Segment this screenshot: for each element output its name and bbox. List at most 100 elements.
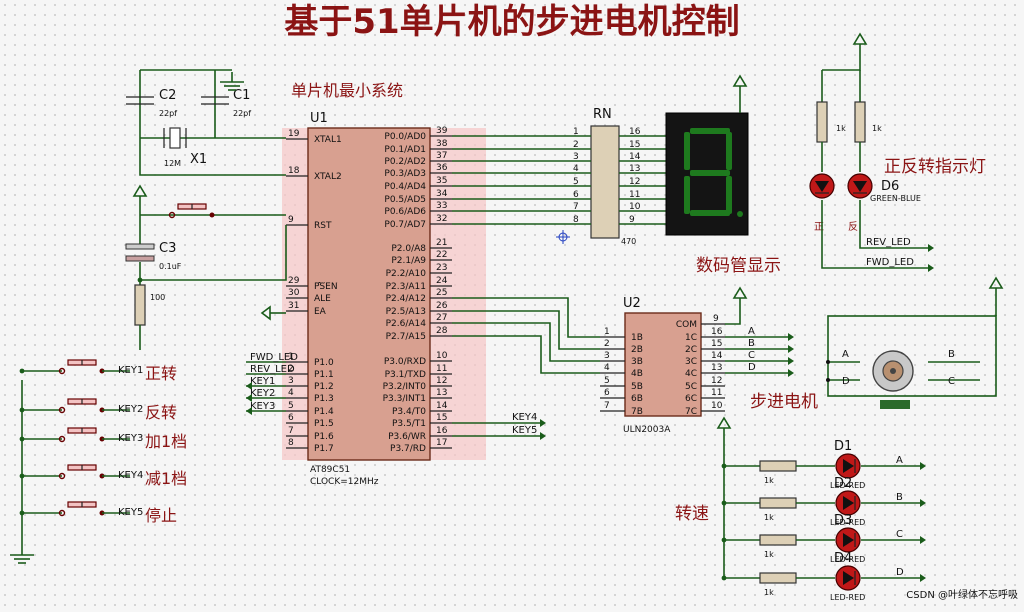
- mcu-pin-25-number: 25: [436, 288, 447, 298]
- mcu-pin-25-name: P2.4/A12: [386, 294, 426, 304]
- mcu-pin-23-number: 23: [436, 263, 447, 273]
- uln-in-name-7: 7B: [631, 407, 643, 417]
- segment-e: [684, 176, 690, 214]
- key-label-2: 反转: [145, 403, 177, 422]
- dir-led-label-forward: 正: [814, 222, 824, 233]
- speed-led-resistor-4-value: 1k: [764, 588, 774, 597]
- key-button-1-contact-left[interactable]: [58, 367, 66, 375]
- uln2003a-body[interactable]: [624, 312, 702, 417]
- motor-pin-a: [826, 360, 830, 364]
- mcu-pin-36-number: 36: [436, 163, 448, 173]
- uln-out-pin-16: 16: [711, 327, 723, 337]
- mcu-pin-18-name: XTAL2: [314, 172, 342, 182]
- mcu-pin-2-name: P1.1: [314, 370, 334, 380]
- p2-to-uln-wire-3: [452, 322, 600, 362]
- junction-dot: [19, 510, 25, 516]
- mcu-pin-37-number: 37: [436, 151, 447, 161]
- mcu-clock: CLOCK=12MHz: [310, 477, 379, 487]
- speed-led-value-d4: LED-RED: [830, 593, 865, 602]
- motor-pin-d: [826, 378, 830, 382]
- mcu-pin-37-name: P0.2/AD2: [384, 157, 426, 167]
- rn-left-pin-5: 5: [573, 177, 579, 187]
- uln-out-name-12: 5C: [685, 382, 697, 392]
- key-net-label-5: KEY5: [118, 507, 143, 518]
- speed-led-ref-d2: D2: [834, 476, 852, 491]
- c3-value: 0.1uF: [159, 262, 182, 271]
- junction-dot: [721, 463, 727, 469]
- p3-net-label-key5: KEY5: [512, 425, 537, 436]
- uln-in-pin-7: 7: [604, 401, 610, 411]
- mcu-body[interactable]: [307, 127, 431, 461]
- uln-com-wire: [725, 310, 741, 325]
- speed-led-resistor-1-value: 1k: [764, 476, 774, 485]
- uln-in-pin-5: 5: [604, 376, 610, 386]
- mcu-pin-29-number: 29: [288, 276, 300, 286]
- key-net-label-4: KEY4: [118, 470, 143, 481]
- rn-value: 470: [621, 237, 636, 246]
- speed-led-resistor-3: [759, 534, 797, 546]
- segment-f: [684, 132, 690, 170]
- speed-led-d1-triangle: [843, 459, 854, 473]
- mcu-pin-9-name: RST: [314, 221, 332, 231]
- uln-out-pin-11: 11: [711, 388, 722, 398]
- mcu-pin-26-name: P2.5/A13: [386, 307, 426, 317]
- segment-d: [690, 210, 730, 216]
- mcu-pin-3-number: 3: [288, 376, 294, 386]
- uln-phase-label-c: C: [748, 350, 755, 361]
- segment-dp: [737, 211, 743, 217]
- speed-led-net-c: C: [896, 529, 903, 540]
- motor-terminal-b: B: [948, 349, 955, 360]
- dir-led-label-reverse: 反: [848, 221, 858, 233]
- net-port-phase-d: [788, 369, 794, 377]
- uln-out-pin-15: 15: [711, 339, 722, 349]
- mcu-pin-6-name: P1.5: [314, 419, 334, 429]
- rn-right-pin-16: 16: [629, 127, 641, 137]
- speed-led-net-b: B: [896, 492, 903, 503]
- rn-right-pin-10: 10: [629, 202, 641, 212]
- net-port-speed-b: [920, 499, 926, 507]
- rn-right-pin-11: 11: [629, 190, 640, 200]
- c1-value: 22pf: [233, 109, 251, 118]
- mcu-pin-23-name: P2.2/A10: [386, 269, 427, 279]
- mcu-pin-15-name: P3.5/T1: [392, 419, 426, 429]
- key-button-2-contact-left[interactable]: [58, 406, 66, 414]
- reset-button-contact-left[interactable]: [168, 211, 176, 219]
- net-port-phase-a: [788, 333, 794, 341]
- dir-led-resistor-1-value: 1k: [836, 124, 846, 133]
- reset-button-contact-right[interactable]: [209, 212, 215, 218]
- power-motor: [988, 276, 1004, 289]
- mcu-pin-32-name: P0.7/AD7: [384, 220, 426, 230]
- mcu-pin-19-name: XTAL1: [314, 135, 342, 145]
- segment-c: [726, 176, 732, 214]
- p2-to-uln-wire-1: [452, 297, 600, 338]
- uln-out-pin-14: 14: [711, 351, 723, 361]
- speed-led-d3-triangle: [843, 533, 854, 547]
- mcu-pin-12-number: 12: [436, 376, 447, 386]
- uln-in-name-3: 3B: [631, 357, 643, 367]
- speed-led-resistor-3-value: 1k: [764, 550, 774, 559]
- mcu-pin-27-number: 27: [436, 313, 447, 323]
- mcu-pin-19-number: 19: [288, 129, 300, 139]
- uln-in-pin-4: 4: [604, 363, 610, 373]
- key-button-3-contact-left[interactable]: [58, 435, 66, 443]
- junction-dot: [19, 473, 25, 479]
- power-dir-leds: [852, 32, 868, 45]
- mcu-pin-17-name: P3.7/RD: [390, 444, 426, 454]
- xtal2-wire: [139, 70, 286, 176]
- label-dir-indicator: 正反转指示灯: [884, 157, 986, 177]
- mcu-pin-36-name: P0.3/AD3: [384, 169, 426, 179]
- mcu-pin-5-number: 5: [288, 401, 294, 411]
- rn-ref: RN: [593, 107, 612, 122]
- motor-terminal-d: D: [842, 376, 850, 387]
- key-button-5-contact-left[interactable]: [58, 509, 66, 517]
- motor-value-badge: [880, 400, 910, 409]
- key-button-4-contact-left[interactable]: [58, 472, 66, 480]
- uln-phase-label-d: D: [748, 362, 756, 373]
- key-net-label-2: KEY2: [118, 404, 143, 415]
- key-label-1: 正转: [145, 364, 177, 383]
- crosshair-marker: [556, 230, 570, 244]
- rn-left-pin-8: 8: [573, 215, 579, 225]
- rn-left-pin-3: 3: [573, 152, 579, 162]
- key-label-4: 减1档: [145, 469, 187, 488]
